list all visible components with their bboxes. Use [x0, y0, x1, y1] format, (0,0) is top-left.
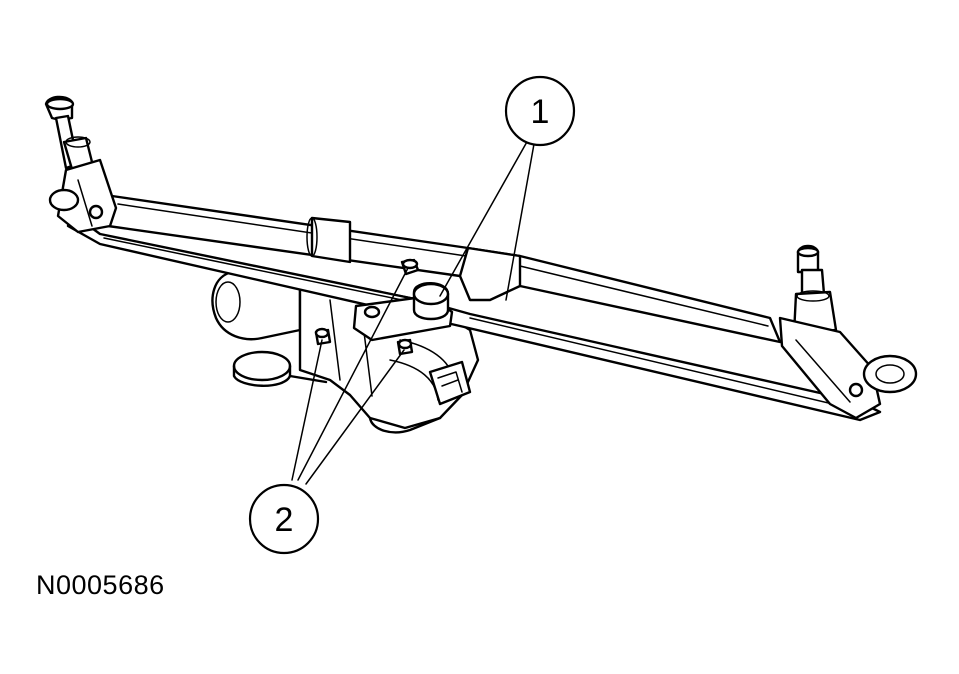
bolt-lower	[396, 338, 414, 356]
frame-tube	[106, 194, 782, 344]
leader-1a	[439, 139, 529, 297]
bolt-bracket	[363, 305, 381, 319]
leader-1b	[505, 143, 535, 301]
crank-arm	[352, 282, 454, 342]
bolt-middle	[314, 327, 332, 346]
bolt-upper	[400, 258, 420, 276]
leader-2c	[305, 349, 405, 485]
left-pivot	[44, 95, 118, 234]
figure-id-label: N0005686	[36, 570, 165, 600]
callout-2: 2	[248, 483, 320, 555]
leader-lines	[291, 139, 535, 485]
callout-2-number: 2	[275, 501, 294, 539]
callout-1: 1	[504, 75, 576, 147]
callout-1-number: 1	[531, 93, 550, 131]
right-pivot	[778, 244, 918, 420]
linkage-arm	[66, 210, 882, 422]
leader-2a	[291, 339, 323, 481]
leader-2b	[297, 267, 409, 481]
